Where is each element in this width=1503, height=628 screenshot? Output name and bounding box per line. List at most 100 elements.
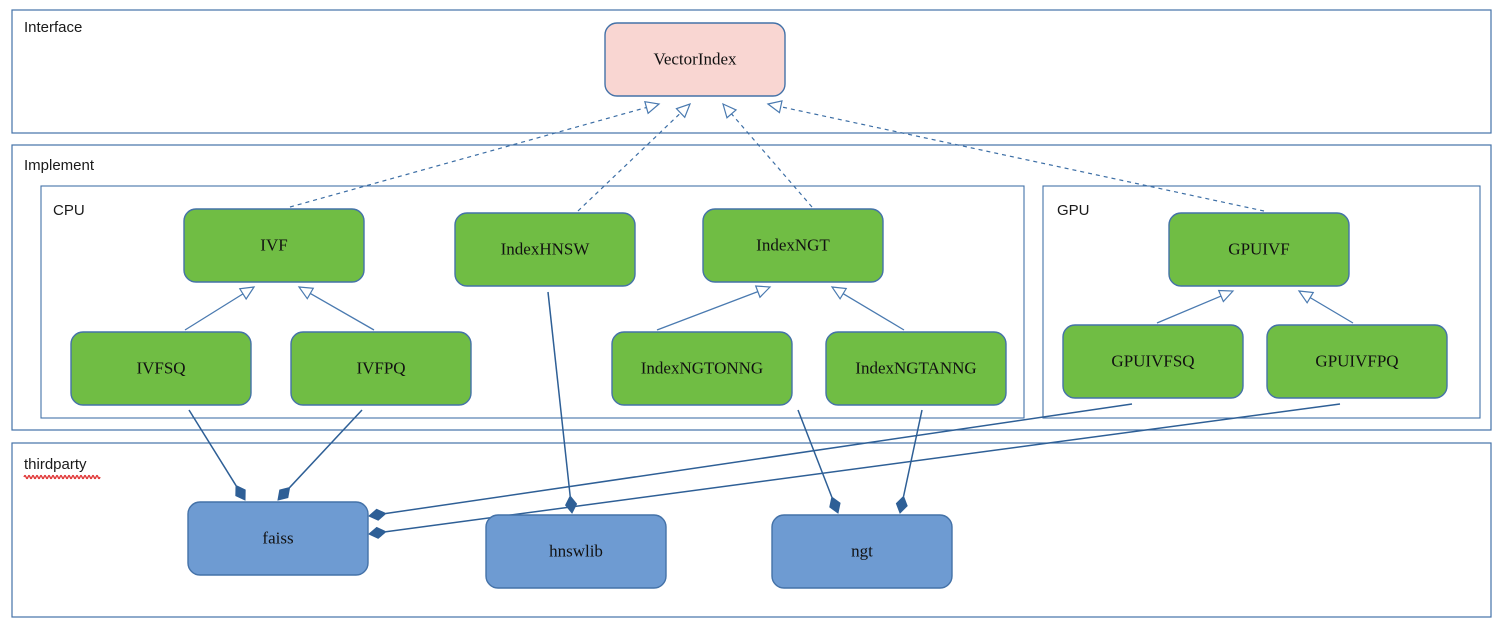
edge-line-e12 — [289, 409, 363, 489]
class-node-box-indexngt[interactable] — [702, 208, 884, 283]
edge-line-e6 — [309, 292, 375, 331]
arrowhead-triangle-e2 — [675, 103, 692, 119]
class-node-box-indexngtanng[interactable] — [825, 331, 1007, 406]
edge-line-e16 — [797, 409, 833, 498]
edge-line-e4 — [780, 106, 1265, 212]
edge-ivfpq-to-ivf — [297, 286, 375, 331]
edge-indexhnsw-to-vectorindex — [577, 103, 692, 212]
edge-line-e7 — [656, 291, 759, 331]
edge-indexngtanng-to-indexngt — [830, 286, 905, 331]
class-node-indexngt[interactable]: IndexNGT — [702, 208, 884, 283]
class-node-ivf[interactable]: IVF — [183, 208, 365, 283]
arrowhead-diamond-e13 — [368, 508, 387, 521]
class-node-indexngtonng[interactable]: IndexNGTONNG — [611, 331, 793, 406]
subpackage-label-cpu: CPU — [53, 202, 85, 219]
class-node-label-gpuivf: GPUIVF — [1228, 239, 1289, 258]
class-node-faiss[interactable]: faiss — [187, 501, 369, 576]
class-node-gpuivfpq[interactable]: GPUIVFPQ — [1266, 324, 1448, 399]
edge-faiss-to-gpuivfpq — [368, 403, 1341, 539]
class-node-box-gpuivf[interactable] — [1168, 212, 1350, 287]
class-node-box-gpuivfpq[interactable] — [1266, 324, 1448, 399]
arrowhead-triangle-e5 — [238, 286, 256, 301]
class-node-label-ivf: IVF — [260, 235, 287, 254]
arrowhead-diamond-e12 — [277, 486, 291, 501]
class-node-box-faiss[interactable] — [187, 501, 369, 576]
arrowhead-triangle-e3 — [722, 102, 738, 119]
class-node-box-ivfpq[interactable] — [290, 331, 472, 406]
edge-indexngtonng-to-indexngt — [656, 285, 772, 331]
class-node-box-ivfsq[interactable] — [70, 331, 252, 406]
arrowhead-triangle-e6 — [297, 286, 315, 300]
class-node-box-ngt[interactable] — [771, 514, 953, 589]
edge-ivfsq-to-ivf — [184, 286, 256, 331]
package-label-implement: Implement — [24, 157, 95, 174]
edge-faiss-to-gpuivfsq — [368, 403, 1133, 521]
class-node-label-gpuivfpq: GPUIVFPQ — [1315, 351, 1398, 370]
class-node-label-ivfsq: IVFSQ — [136, 358, 185, 377]
arrowhead-triangle-e7 — [754, 285, 772, 299]
edge-ngt-to-indexngtanng — [895, 409, 923, 514]
class-node-label-gpuivfsq: GPUIVFSQ — [1111, 351, 1194, 370]
edge-line-e1 — [289, 106, 647, 208]
class-node-gpuivf[interactable]: GPUIVF — [1168, 212, 1350, 287]
class-node-label-faiss: faiss — [262, 528, 293, 547]
edge-line-e17 — [902, 409, 923, 497]
edge-gpuivfpq-to-gpuivf — [1297, 290, 1354, 324]
edge-line-e13 — [385, 403, 1133, 515]
class-node-label-indexngtanng: IndexNGTANNG — [855, 358, 976, 377]
edge-line-e15 — [547, 291, 571, 497]
arrowhead-triangle-e9 — [1217, 289, 1235, 303]
arrowhead-triangle-e8 — [830, 286, 848, 300]
class-node-box-ivf[interactable] — [183, 208, 365, 283]
subpackage-label-gpu: GPU — [1057, 202, 1090, 219]
class-node-label-vectorindex: VectorIndex — [653, 49, 737, 68]
class-node-ivfsq[interactable]: IVFSQ — [70, 331, 252, 406]
edge-group — [184, 100, 1354, 539]
class-node-label-indexngt: IndexNGT — [756, 235, 830, 254]
class-node-box-gpuivfsq[interactable] — [1062, 324, 1244, 399]
class-node-box-vectorindex[interactable] — [604, 22, 786, 97]
class-node-gpuivfsq[interactable]: GPUIVFSQ — [1062, 324, 1244, 399]
arrowhead-diamond-e16 — [829, 496, 841, 514]
edge-line-e10 — [1309, 297, 1354, 324]
package-label-interface: Interface — [24, 19, 82, 36]
arrowhead-triangle-e4 — [766, 100, 783, 114]
class-node-label-ivfpq: IVFPQ — [356, 358, 405, 377]
class-node-label-hnswlib: hnswlib — [549, 541, 603, 560]
edge-line-e11 — [188, 409, 237, 486]
class-node-label-indexngtonng: IndexNGTONNG — [641, 358, 763, 377]
class-node-ngt[interactable]: ngt — [771, 514, 953, 589]
edge-gpuivf-to-vectorindex — [766, 100, 1265, 212]
edge-line-e9 — [1156, 295, 1222, 324]
edge-hnswlib-to-indexhnsw — [547, 291, 578, 514]
arrowhead-diamond-e15 — [565, 495, 578, 514]
edge-indexngt-to-vectorindex — [722, 102, 813, 208]
edge-line-e5 — [184, 293, 244, 331]
class-node-label-ngt: ngt — [851, 541, 873, 560]
arrowhead-diamond-e14 — [368, 526, 387, 539]
edge-faiss-to-ivfsq — [188, 409, 246, 501]
arrowhead-triangle-e10 — [1297, 290, 1315, 304]
package-label-thirdparty: thirdparty — [24, 456, 87, 473]
class-node-ivfpq[interactable]: IVFPQ — [290, 331, 472, 406]
class-node-box-indexngtonng[interactable] — [611, 331, 793, 406]
edge-ivf-to-vectorindex — [289, 100, 661, 208]
edge-faiss-to-ivfpq — [277, 409, 363, 501]
edge-line-e8 — [842, 293, 905, 331]
class-node-box-hnswlib[interactable] — [485, 514, 667, 589]
arrowhead-diamond-e11 — [235, 484, 246, 501]
arrowhead-diamond-e17 — [895, 495, 908, 514]
class-node-indexhnsw[interactable]: IndexHNSW — [454, 212, 636, 287]
spellcheck-underline-thirdparty — [23, 474, 101, 480]
class-node-box-indexhnsw[interactable] — [454, 212, 636, 287]
edge-ngt-to-indexngtonng — [797, 409, 841, 514]
class-node-vectorindex[interactable]: VectorIndex — [604, 22, 786, 97]
class-node-label-indexhnsw: IndexHNSW — [501, 239, 591, 258]
edge-gpuivfsq-to-gpuivf — [1156, 289, 1235, 324]
arrowhead-triangle-e1 — [644, 100, 661, 115]
class-node-indexngtanng[interactable]: IndexNGTANNG — [825, 331, 1007, 406]
class-node-hnswlib[interactable]: hnswlib — [485, 514, 667, 589]
